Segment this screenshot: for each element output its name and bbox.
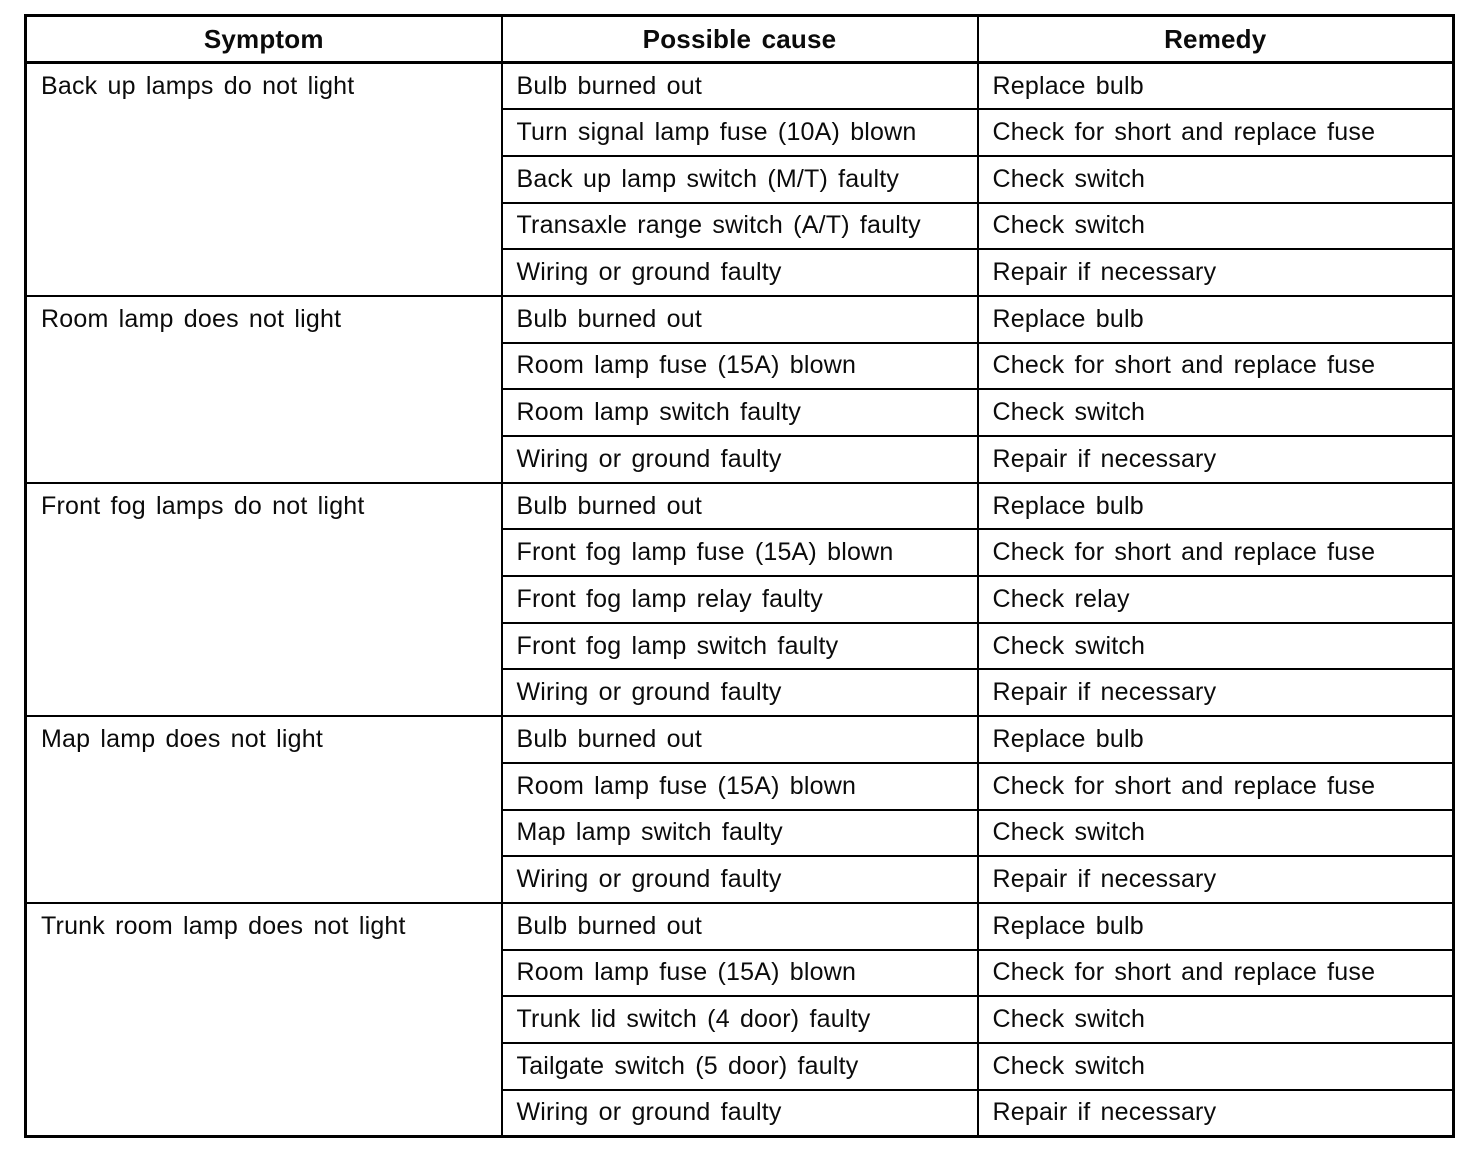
remedy-cell: Check switch <box>976 808 1455 858</box>
possible-cause-cell: Bulb burned out <box>500 715 979 764</box>
column-header-possible-cause: Possible cause <box>500 14 979 64</box>
remedy-cell: Repair if necessary <box>976 435 1455 484</box>
column-header-remedy: Remedy <box>976 14 1455 64</box>
possible-cause-cell: Front fog lamp switch faulty <box>500 621 979 671</box>
symptom-cell: Map lamp does not light <box>24 715 503 904</box>
possible-cause-cell: Wiring or ground faulty <box>500 855 979 904</box>
possible-cause-cell: Bulb burned out <box>500 481 979 531</box>
remedy-cell: Check switch <box>976 995 1455 1044</box>
possible-cause-cell: Bulb burned out <box>500 294 979 344</box>
troubleshooting-table: Symptom Possible cause Remedy Back up la… <box>24 14 1455 1138</box>
remedy-cell: Repair if necessary <box>976 668 1455 718</box>
possible-cause-cell: Wiring or ground faulty <box>500 1088 979 1138</box>
remedy-cell: Check for short and replace fuse <box>976 108 1455 157</box>
remedy-cell: Replace bulb <box>976 901 1455 951</box>
possible-cause-cell: Wiring or ground faulty <box>500 435 979 484</box>
possible-cause-cell: Front fog lamp fuse (15A) blown <box>500 528 979 578</box>
header-row: Symptom Possible cause Remedy <box>24 14 1455 64</box>
remedy-cell: Check switch <box>976 154 1455 204</box>
table-header: Symptom Possible cause Remedy <box>24 14 1455 64</box>
remedy-cell: Repair if necessary <box>976 855 1455 904</box>
remedy-cell: Check switch <box>976 388 1455 437</box>
remedy-cell: Replace bulb <box>976 61 1455 111</box>
possible-cause-cell: Bulb burned out <box>500 61 979 111</box>
possible-cause-cell: Room lamp fuse (15A) blown <box>500 948 979 998</box>
remedy-cell: Replace bulb <box>976 294 1455 344</box>
remedy-cell: Check switch <box>976 621 1455 671</box>
remedy-cell: Replace bulb <box>976 715 1455 764</box>
remedy-cell: Check for short and replace fuse <box>976 948 1455 998</box>
possible-cause-cell: Bulb burned out <box>500 901 979 951</box>
remedy-cell: Check for short and replace fuse <box>976 761 1455 811</box>
possible-cause-cell: Wiring or ground faulty <box>500 248 979 297</box>
symptom-cell: Front fog lamps do not light <box>24 481 503 718</box>
remedy-cell: Check for short and replace fuse <box>976 528 1455 578</box>
possible-cause-cell: Room lamp switch faulty <box>500 388 979 437</box>
possible-cause-cell: Map lamp switch faulty <box>500 808 979 858</box>
symptom-cell: Trunk room lamp does not light <box>24 901 503 1138</box>
possible-cause-cell: Turn signal lamp fuse (10A) blown <box>500 108 979 157</box>
column-header-symptom: Symptom <box>24 14 503 64</box>
remedy-cell: Replace bulb <box>976 481 1455 531</box>
possible-cause-cell: Trunk lid switch (4 door) faulty <box>500 995 979 1044</box>
possible-cause-cell: Front fog lamp relay faulty <box>500 575 979 624</box>
possible-cause-cell: Back up lamp switch (M/T) faulty <box>500 154 979 204</box>
possible-cause-cell: Room lamp fuse (15A) blown <box>500 341 979 391</box>
remedy-cell: Check switch <box>976 201 1455 251</box>
remedy-cell: Repair if necessary <box>976 248 1455 297</box>
possible-cause-cell: Transaxle range switch (A/T) faulty <box>500 201 979 251</box>
scanned-manual-page: Symptom Possible cause Remedy Back up la… <box>24 14 1455 1138</box>
remedy-cell: Repair if necessary <box>976 1088 1455 1138</box>
possible-cause-cell: Room lamp fuse (15A) blown <box>500 761 979 811</box>
remedy-cell: Check for short and replace fuse <box>976 341 1455 391</box>
remedy-cell: Check relay <box>976 575 1455 624</box>
symptom-cell: Back up lamps do not light <box>24 61 503 297</box>
remedy-cell: Check switch <box>976 1041 1455 1091</box>
possible-cause-cell: Tailgate switch (5 door) faulty <box>500 1041 979 1091</box>
possible-cause-cell: Wiring or ground faulty <box>500 668 979 718</box>
symptom-cell: Room lamp does not light <box>24 294 503 484</box>
